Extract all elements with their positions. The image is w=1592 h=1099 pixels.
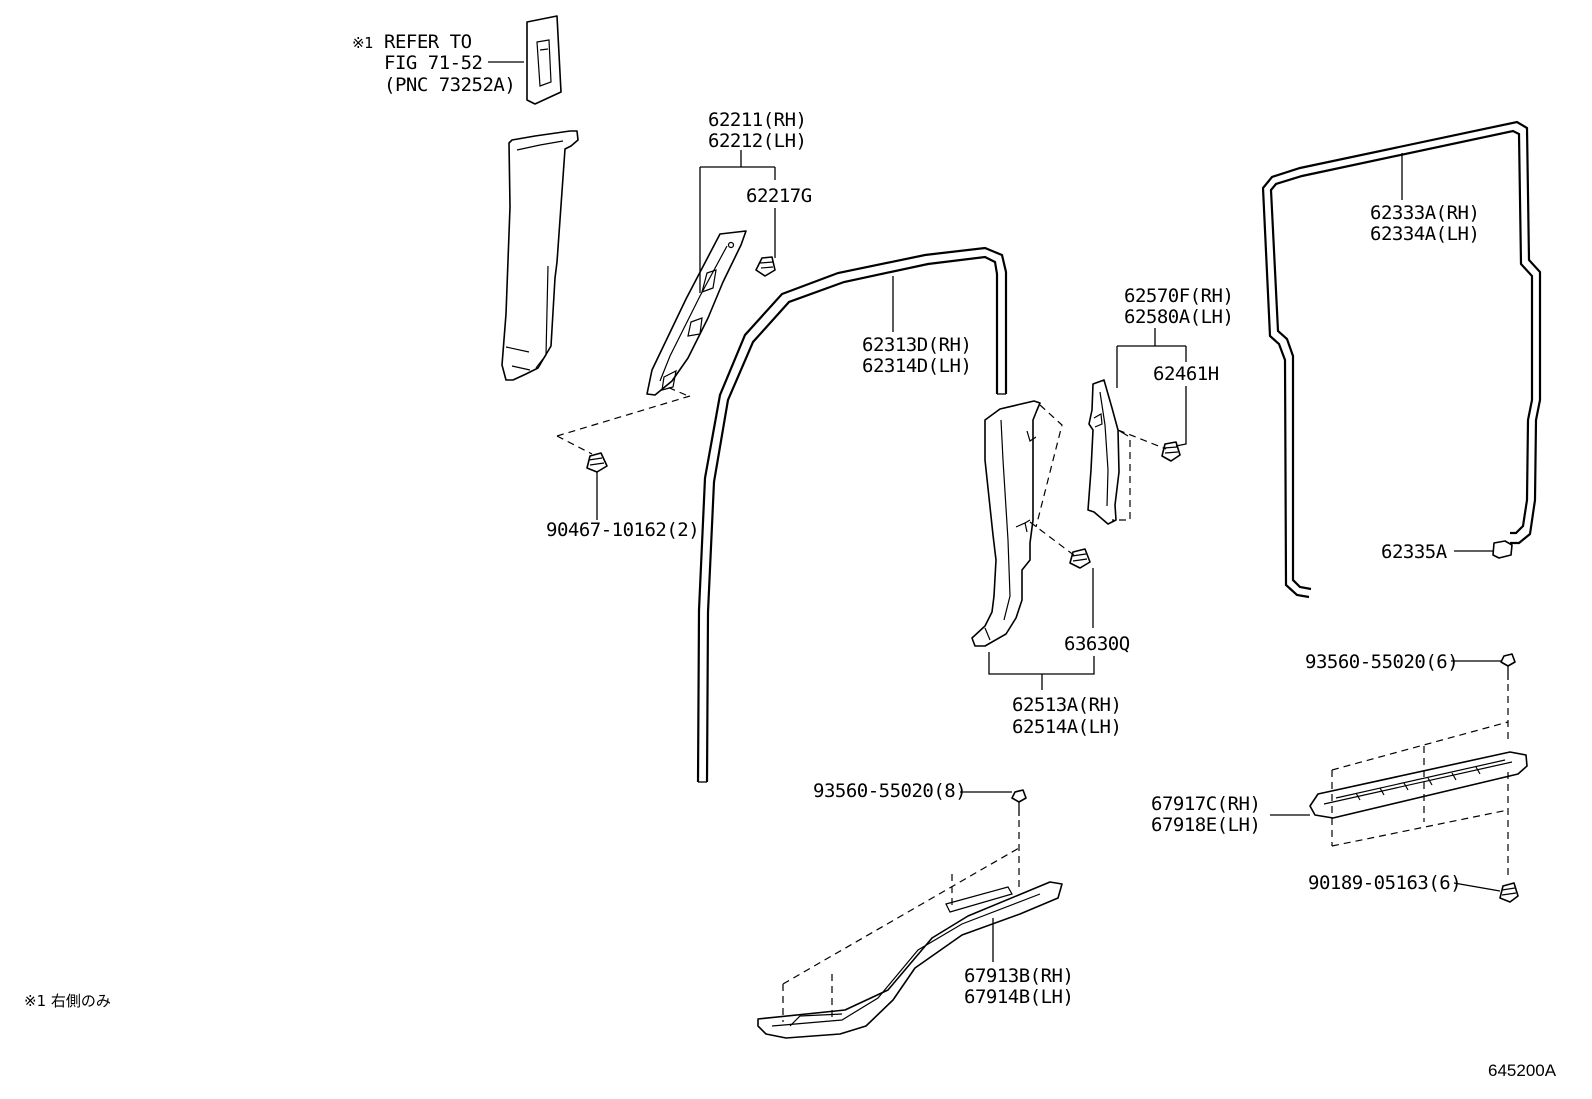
garnish-62513a-part: [971, 400, 1041, 647]
label-62461h: 62461H: [1153, 363, 1219, 385]
clip-90467-part: [586, 452, 608, 473]
dash-62513a-b: [1029, 521, 1076, 557]
label-62212: 62212(LH): [708, 130, 806, 152]
refer-mark: ※1: [352, 34, 373, 52]
leader-62461h: [1175, 386, 1187, 447]
dash-67917c-c: [1331, 721, 1509, 847]
clip-63630q-part: [1069, 548, 1091, 569]
label-93560-6: 93560-55020(6): [1305, 651, 1458, 673]
clip-90189-part: [1499, 882, 1519, 903]
dash-90467-c: [664, 385, 687, 396]
label-62580a: 62580A(LH): [1124, 306, 1233, 328]
dash-90467-b: [556, 435, 593, 455]
garnish-62570f-part: [1087, 379, 1129, 525]
scuff-plate-67913b-part: [757, 881, 1063, 1039]
pillar-placard-part: [526, 15, 562, 105]
center-pillar-garnish-part: [501, 130, 579, 381]
dash-62461h-b: [1112, 440, 1131, 521]
label-63630q: 63630Q: [1064, 633, 1130, 655]
label-67917c: 67917C(RH): [1151, 793, 1260, 815]
weatherstrip-62333a-part: [1261, 120, 1542, 599]
label-62513a: 62513A(RH): [1012, 694, 1121, 716]
label-62334a: 62334A(LH): [1370, 223, 1479, 245]
label-67914b: 67914B(LH): [964, 986, 1073, 1008]
leader-62513a: [988, 652, 1095, 690]
callouts: 62211(RH) 62212(LH) 62217G 90467-10162(2…: [546, 109, 1501, 1008]
label-62217g: 62217G: [746, 185, 812, 207]
garnish-62211-part: [646, 230, 747, 396]
refer-note: ※1 REFER TO FIG 71-52 (PNC 73252A): [352, 31, 524, 96]
bolt-93560-6-part: [1500, 653, 1516, 680]
refer-line-1: REFER TO: [384, 31, 472, 53]
dash-62513a-a: [1035, 404, 1063, 528]
label-67918e: 67918E(LH): [1151, 814, 1260, 836]
leader-62570f: [1116, 328, 1187, 388]
label-67913b: 67913B(RH): [964, 965, 1073, 987]
clip-62217g-part: [755, 256, 776, 277]
scuff-plate-67917c-part: [1309, 751, 1528, 819]
refer-line-3: (PNC 73252A): [384, 74, 515, 96]
leader-62211: [699, 150, 776, 293]
refer-line-2: FIG 71-52: [384, 52, 482, 74]
label-62514a: 62514A(LH): [1012, 716, 1121, 738]
dash-90467-a: [556, 395, 691, 437]
label-62570f: 62570F(RH): [1124, 285, 1233, 307]
label-62335a: 62335A: [1381, 541, 1448, 563]
dash-67913b-b: [782, 847, 1020, 1022]
label-62211: 62211(RH): [708, 109, 806, 131]
weatherstrip-62313d-part: [696, 246, 1008, 783]
label-90467: 90467-10162(2): [546, 519, 699, 541]
footnote: ※1 右側のみ: [24, 992, 111, 1010]
label-62333a: 62333A(RH): [1370, 202, 1479, 224]
figure-id: 645200A: [1488, 1061, 1557, 1080]
label-62314d: 62314D(LH): [862, 355, 971, 377]
dash-62461h-a: [1117, 429, 1167, 450]
label-90189: 90189-05163(6): [1308, 872, 1461, 894]
plug-62335a-part: [1492, 540, 1513, 559]
label-62313d: 62313D(RH): [862, 334, 971, 356]
leader-90189: [1453, 882, 1501, 892]
clip-62461h-part: [1161, 441, 1181, 462]
label-93560-8: 93560-55020(8): [813, 780, 966, 802]
bolt-93560-8-part: [1011, 789, 1027, 816]
